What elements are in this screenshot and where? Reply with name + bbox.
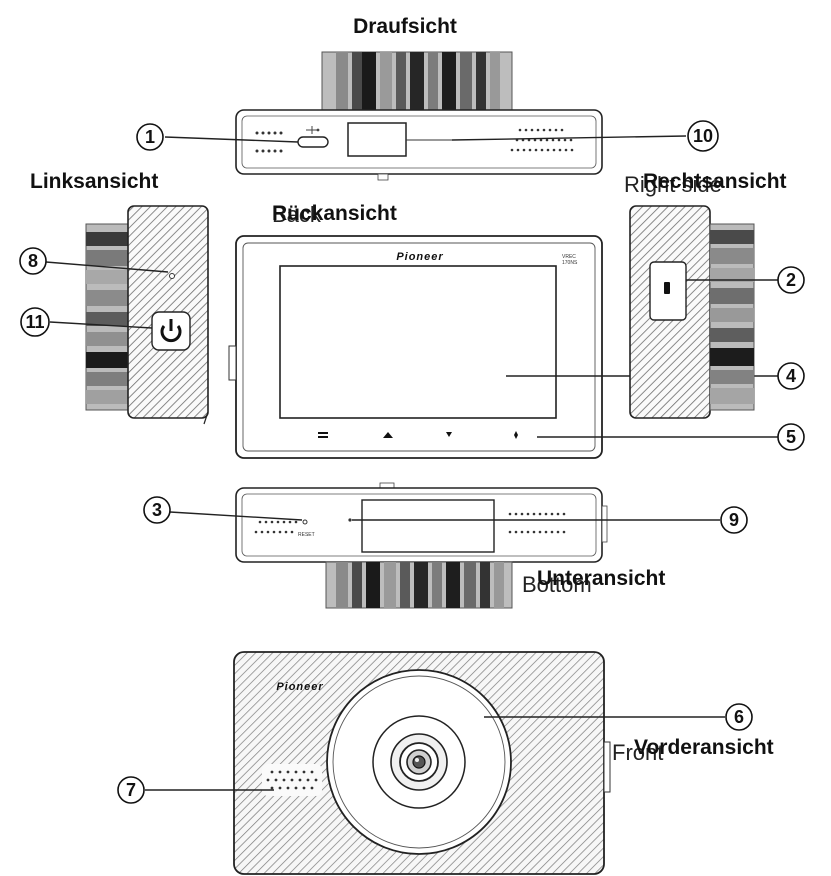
front-view: Pioneer Front Vorderansicht 6 bbox=[117, 651, 774, 875]
reset-label: RESET bbox=[298, 532, 315, 538]
callout-1: 1 bbox=[145, 127, 155, 147]
bottom-right-vents bbox=[508, 512, 566, 534]
down-button[interactable] bbox=[446, 432, 452, 437]
sd-card-slot bbox=[649, 261, 687, 321]
front-view-title: Vorderansicht bbox=[634, 736, 774, 759]
callout-2: 2 bbox=[786, 270, 796, 290]
callout-7: 7 bbox=[126, 780, 136, 800]
left-view-title: Linksansicht bbox=[30, 170, 158, 193]
reset-button[interactable] bbox=[302, 519, 308, 525]
down-button-icon bbox=[446, 432, 452, 437]
top-slot bbox=[347, 122, 407, 157]
back-brand-logo: Pioneer bbox=[396, 251, 443, 263]
bottom-microphone bbox=[348, 518, 352, 522]
callout-11: 11 bbox=[25, 312, 44, 332]
up-button[interactable] bbox=[383, 432, 393, 438]
power-icon bbox=[160, 319, 182, 343]
callout-10: 10 bbox=[693, 126, 713, 146]
bottom-mount-plate bbox=[361, 499, 495, 553]
power-button[interactable] bbox=[151, 311, 191, 351]
top-body bbox=[235, 109, 603, 175]
badge-line-2: 170NS bbox=[562, 260, 578, 266]
badge-line-1: VREC bbox=[562, 254, 576, 260]
right-view: Right side Rechtsansicht 2 bbox=[624, 170, 805, 419]
front-speaker-grille bbox=[262, 764, 322, 796]
callout-9: 9 bbox=[729, 510, 739, 530]
bottom-view: RESET Bottom Unteransicht 3 bbox=[143, 482, 748, 609]
back-view-ghost: Back bbox=[272, 202, 322, 227]
menu-button[interactable] bbox=[318, 432, 328, 438]
menu-button-icon bbox=[318, 432, 328, 438]
bottom-view-title: Unteransicht bbox=[537, 567, 665, 590]
front-view-ghost: Front bbox=[612, 740, 663, 765]
top-view-title: Draufsicht bbox=[353, 15, 457, 38]
back-view-title: Rückansicht bbox=[272, 202, 397, 225]
callout-3: 3 bbox=[152, 500, 162, 520]
top-left-vents bbox=[255, 131, 283, 153]
front-brand-logo: Pioneer bbox=[276, 681, 323, 693]
bottom-mount bbox=[325, 561, 513, 609]
back-view: Back Rückansicht Pioneer VREC 170NS 4 bbox=[228, 202, 805, 459]
right-view-title: Rechtsansicht bbox=[643, 170, 787, 193]
left-indicator bbox=[169, 273, 175, 279]
ok-button[interactable] bbox=[514, 431, 518, 439]
left-view: Linksansicht 8 11 bbox=[19, 170, 209, 425]
top-mount bbox=[321, 51, 513, 111]
up-button-icon bbox=[383, 432, 393, 438]
ok-button-icon bbox=[514, 431, 518, 439]
callout-6: 6 bbox=[734, 707, 744, 727]
callout-5: 5 bbox=[786, 427, 796, 447]
right-view-ghost: Right side bbox=[624, 172, 722, 197]
lcd-screen bbox=[279, 265, 557, 419]
bottom-left-vents bbox=[254, 520, 298, 534]
callout-8: 8 bbox=[28, 251, 38, 271]
callout-4: 4 bbox=[786, 366, 796, 386]
bottom-view-ghost: Bottom bbox=[522, 572, 592, 597]
camera-lens bbox=[326, 669, 512, 855]
top-view: Draufsicht bbox=[136, 15, 719, 181]
